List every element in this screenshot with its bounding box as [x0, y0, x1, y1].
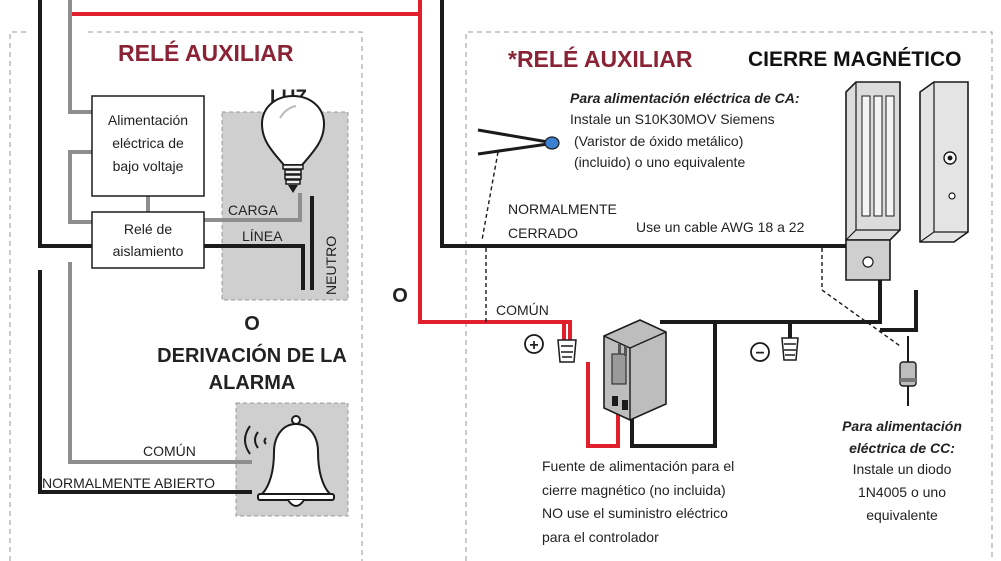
- alarm-bell-icon: [244, 415, 335, 507]
- dc-note: Para alimentación eléctrica de CC: Insta…: [842, 418, 962, 523]
- alarm-title-line-2: ALARMA: [209, 372, 296, 394]
- dc-heading-line-2: eléctrica de CC:: [849, 440, 955, 456]
- svg-text:−: −: [755, 345, 764, 362]
- minus-symbol: −: [750, 342, 770, 362]
- right-comun-label: COMÚN: [496, 302, 549, 318]
- svg-text:+: +: [529, 337, 538, 354]
- light-bulb-icon: [260, 94, 326, 193]
- linea-label: LÍNEA: [242, 228, 283, 244]
- relay-box-line-2: aislamiento: [113, 243, 184, 259]
- cable-note: Use un cable AWG 18 a 22: [636, 219, 805, 235]
- diode-icon: [899, 336, 917, 406]
- relay-box-line-1: Relé de: [124, 221, 172, 237]
- red-wires: [72, 0, 620, 448]
- magnetic-lock-title: CIERRE MAGNÉTICO: [748, 48, 962, 71]
- middle-or-label: O: [392, 285, 408, 307]
- psu-caption-line-1: Fuente de alimentación para el: [542, 458, 734, 474]
- psu-caption-line-4: para el controlador: [542, 529, 659, 545]
- power-box-line-3: bajo voltaje: [113, 158, 184, 174]
- magnetic-lock-icon: [845, 81, 901, 281]
- left-black-wires: [38, 0, 314, 494]
- ac-line-3: (incluido) o uno equivalente: [574, 154, 745, 170]
- left-or-label: O: [244, 313, 260, 335]
- left-relay-title: RELÉ AUXILIAR: [118, 39, 294, 66]
- psu-caption: Fuente de alimentación para el cierre ma…: [542, 458, 734, 545]
- wire-nut-icon: [557, 337, 799, 363]
- light-panel: [221, 111, 349, 301]
- alarm-title-line-1: DERIVACIÓN DE LA: [157, 343, 347, 367]
- right-black-wires: [440, 0, 918, 448]
- ac-line-2: (Varistor de óxido metálico): [574, 133, 743, 149]
- ac-line-1: Instale un S10K30MOV Siemens: [570, 111, 775, 127]
- left-section-border: [9, 31, 363, 561]
- leader-lines: [481, 151, 901, 347]
- psu-caption-line-3: NO use el suministro eléctrico: [542, 505, 728, 521]
- ac-heading: Para alimentación eléctrica de CA:: [570, 90, 800, 106]
- low-voltage-power-box: Alimentación eléctrica de bajo voltaje: [91, 95, 205, 197]
- normally-closed-line-1: NORMALMENTE: [508, 201, 617, 217]
- normally-open-label: NORMALMENTE ABIERTO: [42, 475, 215, 491]
- power-adapter-icon: [603, 319, 667, 421]
- power-box-line-2: eléctrica de: [112, 135, 184, 151]
- normally-closed-line-2: CERRADO: [508, 225, 578, 241]
- dc-line-1: Instale un diodo: [853, 461, 952, 477]
- power-box-line-1: Alimentación: [108, 112, 188, 128]
- neutro-label: NEUTRO: [323, 236, 339, 295]
- isolation-relay-box: Relé de aislamiento: [91, 211, 205, 269]
- right-relay-title: *RELÉ AUXILIAR: [508, 45, 693, 72]
- dc-line-3: equivalente: [866, 507, 938, 523]
- dc-line-2: 1N4005 o uno: [858, 484, 946, 500]
- carga-label: CARGA: [228, 202, 278, 218]
- psu-caption-line-2: cierre magnético (no incluida): [542, 482, 726, 498]
- dc-heading-line-1: Para alimentación: [842, 418, 962, 434]
- plus-symbol: +: [524, 334, 544, 354]
- armature-plate-icon: [919, 81, 969, 243]
- right-section-border: [465, 31, 993, 561]
- varistor-icon: [477, 128, 560, 156]
- left-gray-wires: [68, 0, 302, 464]
- left-comun-label: COMÚN: [143, 443, 196, 459]
